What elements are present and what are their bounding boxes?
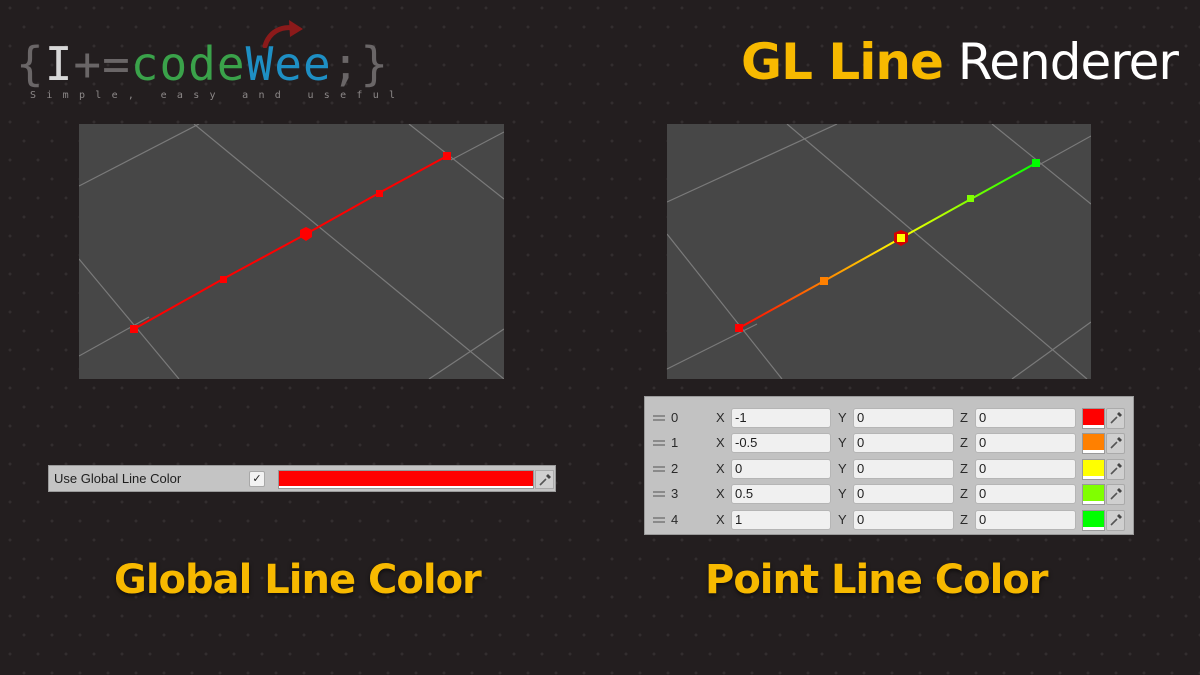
point-handle — [130, 325, 138, 333]
drag-handle-icon[interactable] — [653, 465, 665, 472]
eyedropper-button[interactable] — [1106, 484, 1125, 506]
point-handle — [220, 276, 227, 283]
point-index: 0 — [671, 410, 679, 425]
point-color-swatch[interactable] — [1082, 458, 1105, 480]
eyedropper-icon — [1110, 488, 1122, 500]
y-label: Y — [838, 460, 847, 476]
x-label: X — [716, 435, 725, 451]
point-handle — [735, 324, 743, 332]
drag-handle-icon[interactable] — [653, 516, 665, 523]
eyedropper-icon — [539, 474, 551, 486]
y-field[interactable]: 0 — [853, 509, 954, 530]
global-line-color-row: Use Global Line Color ✓ — [48, 465, 556, 492]
point-row: 0 X -1 Y 0 Z 0 — [645, 408, 1133, 433]
x-label: X — [716, 410, 725, 425]
point-index: 3 — [671, 486, 679, 502]
global-color-swatch[interactable] — [278, 470, 534, 489]
z-field[interactable]: 0 — [975, 509, 1076, 530]
drag-handle-icon[interactable] — [653, 491, 665, 498]
point-handle — [376, 190, 383, 197]
x-label: X — [716, 486, 725, 502]
drag-handle-icon[interactable] — [653, 440, 665, 447]
z-field[interactable]: 0 — [975, 458, 1076, 479]
page-title: GL Line Renderer — [741, 33, 1179, 91]
point-handle — [1032, 159, 1040, 167]
y-field[interactable]: 0 — [853, 433, 954, 454]
point-handle — [897, 234, 905, 242]
point-handle — [443, 152, 451, 160]
z-label: Z — [960, 460, 968, 476]
z-label: Z — [960, 410, 968, 425]
point-handle — [967, 195, 974, 202]
y-field[interactable]: 0 — [853, 458, 954, 479]
eyedropper-icon — [1110, 437, 1122, 449]
y-label: Y — [838, 511, 847, 527]
y-label: Y — [838, 486, 847, 502]
global-line-color-label: Use Global Line Color — [54, 471, 182, 486]
codewee-logo: {I+=codeWee;} Simple, easy and useful — [16, 18, 426, 106]
eyedropper-icon — [1110, 412, 1122, 424]
curved-arrow-icon — [262, 20, 303, 48]
x-field[interactable]: -1 — [731, 408, 831, 428]
global-line-color-checkbox[interactable]: ✓ — [249, 471, 265, 487]
logo-tagline: Simple, easy and useful — [30, 90, 406, 101]
point-row: 1 X -0.5 Y 0 Z 0 — [645, 433, 1133, 458]
z-label: Z — [960, 435, 968, 451]
x-field[interactable]: -0.5 — [731, 433, 831, 454]
scene-view-point[interactable] — [667, 124, 1091, 379]
z-field[interactable]: 0 — [975, 484, 1076, 505]
eyedropper-icon — [1110, 513, 1122, 526]
point-color-swatch[interactable] — [1082, 408, 1105, 429]
point-index: 1 — [671, 435, 679, 451]
y-field[interactable]: 0 — [853, 408, 954, 428]
z-label: Z — [960, 486, 968, 502]
eyedropper-button[interactable] — [1106, 458, 1125, 480]
points-list: 0 X -1 Y 0 Z 0 1 X -0.5 Y 0 Z 0 2 X 0 Y … — [644, 396, 1134, 535]
point-row: 2 X 0 Y 0 Z 0 — [645, 458, 1133, 484]
x-label: X — [716, 460, 725, 476]
x-field[interactable]: 0 — [731, 458, 831, 479]
z-field[interactable]: 0 — [975, 408, 1076, 428]
y-field[interactable]: 0 — [853, 484, 954, 505]
point-color-swatch[interactable] — [1082, 433, 1105, 455]
eyedropper-button[interactable] — [535, 470, 554, 489]
scene-view-global[interactable] — [79, 124, 504, 379]
point-color-swatch[interactable] — [1082, 509, 1105, 531]
point-handle — [820, 277, 828, 285]
eyedropper-button[interactable] — [1106, 509, 1125, 531]
eyedropper-icon — [1110, 462, 1122, 475]
y-label: Y — [838, 435, 847, 451]
point-index: 4 — [671, 511, 679, 527]
eyedropper-button[interactable] — [1106, 433, 1125, 455]
logo-wordmark: {I+=codeWee;} — [16, 37, 390, 91]
caption-point-line-color: Point Line Color — [705, 557, 1049, 603]
grid-and-line — [79, 124, 504, 379]
point-index: 2 — [671, 460, 679, 476]
x-field[interactable]: 1 — [731, 509, 831, 530]
transform-gizmo — [300, 227, 312, 241]
x-field[interactable]: 0.5 — [731, 484, 831, 505]
y-label: Y — [838, 410, 847, 425]
caption-global-line-color: Global Line Color — [114, 557, 482, 603]
point-color-swatch[interactable] — [1082, 484, 1105, 506]
z-field[interactable]: 0 — [975, 433, 1076, 454]
eyedropper-button[interactable] — [1106, 408, 1125, 429]
grid-and-line — [667, 124, 1091, 379]
point-row: 4 X 1 Y 0 Z 0 — [645, 509, 1133, 535]
z-label: Z — [960, 511, 968, 527]
drag-handle-icon[interactable] — [653, 415, 665, 421]
x-label: X — [716, 511, 725, 527]
point-row: 3 X 0.5 Y 0 Z 0 — [645, 484, 1133, 509]
